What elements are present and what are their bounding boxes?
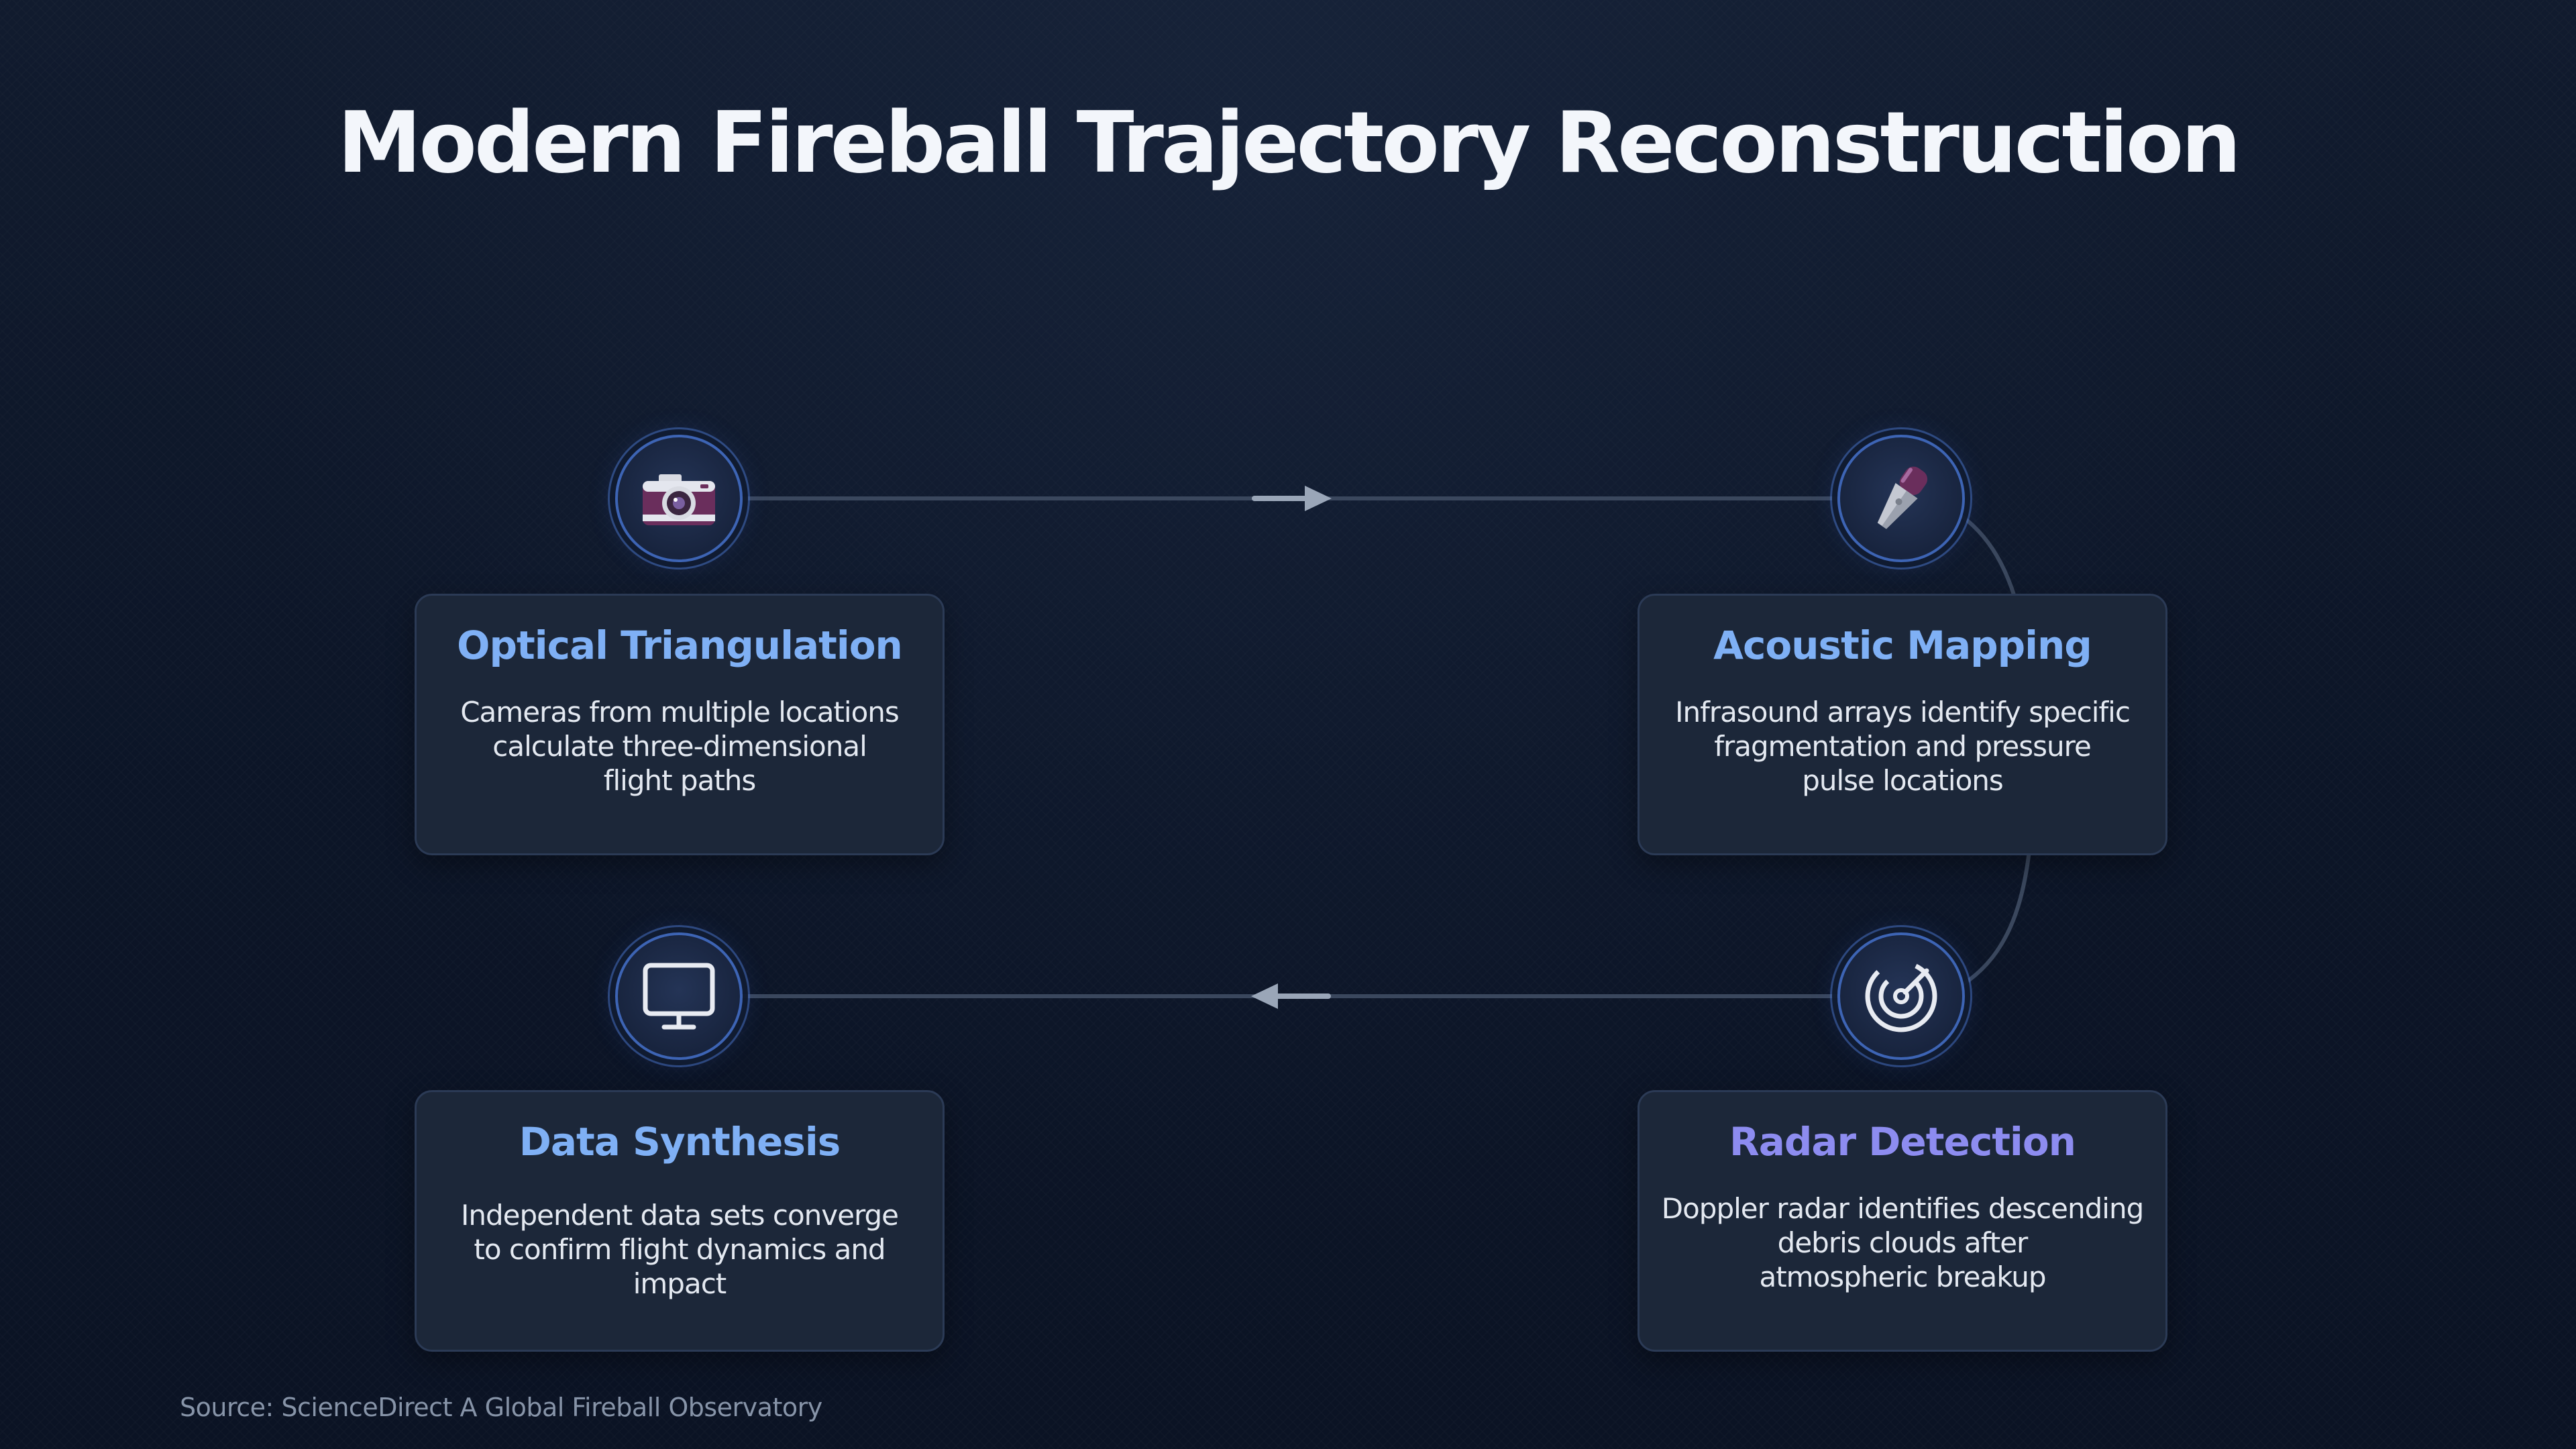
camera-icon: [643, 474, 715, 525]
card-description-acoustic-mapping: Infrasound arrays identify specific frag…: [1675, 696, 2131, 797]
card-title-data-synthesis: Data Synthesis: [519, 1119, 841, 1165]
node-radar-detection: [1837, 932, 1965, 1060]
arrow-right-icon: [1252, 486, 1332, 511]
node-acoustic-mapping: [1837, 435, 1965, 562]
card-description-radar-detection: Doppler radar identifies descending debr…: [1661, 1192, 2145, 1293]
node-optical-triangulation: [615, 435, 743, 562]
arrow-left-icon: [1251, 983, 1331, 1009]
card-data-synthesis: Data Synthesis Independent data sets con…: [415, 1090, 945, 1352]
source-citation: Source: ScienceDirect A Global Fireball …: [180, 1393, 822, 1422]
card-description-data-synthesis: Independent data sets converge to confir…: [460, 1199, 899, 1300]
card-title-radar-detection: Radar Detection: [1729, 1119, 2076, 1165]
card-description-optical-triangulation: Cameras from multiple locations calculat…: [460, 696, 900, 797]
card-title-acoustic-mapping: Acoustic Mapping: [1713, 623, 2092, 668]
card-title-optical-triangulation: Optical Triangulation: [457, 623, 903, 668]
monitor-icon: [643, 963, 715, 1030]
node-data-synthesis: [615, 932, 743, 1060]
card-radar-detection: Radar Detection Doppler radar identifies…: [1638, 1090, 2167, 1352]
page-title: Modern Fireball Trajectory Reconstructio…: [337, 93, 2241, 192]
microphone-icon: [1877, 466, 1928, 529]
radar-icon: [1865, 960, 1937, 1032]
card-acoustic-mapping: Acoustic Mapping Infrasound arrays ident…: [1638, 594, 2167, 855]
card-optical-triangulation: Optical Triangulation Cameras from multi…: [415, 594, 945, 855]
